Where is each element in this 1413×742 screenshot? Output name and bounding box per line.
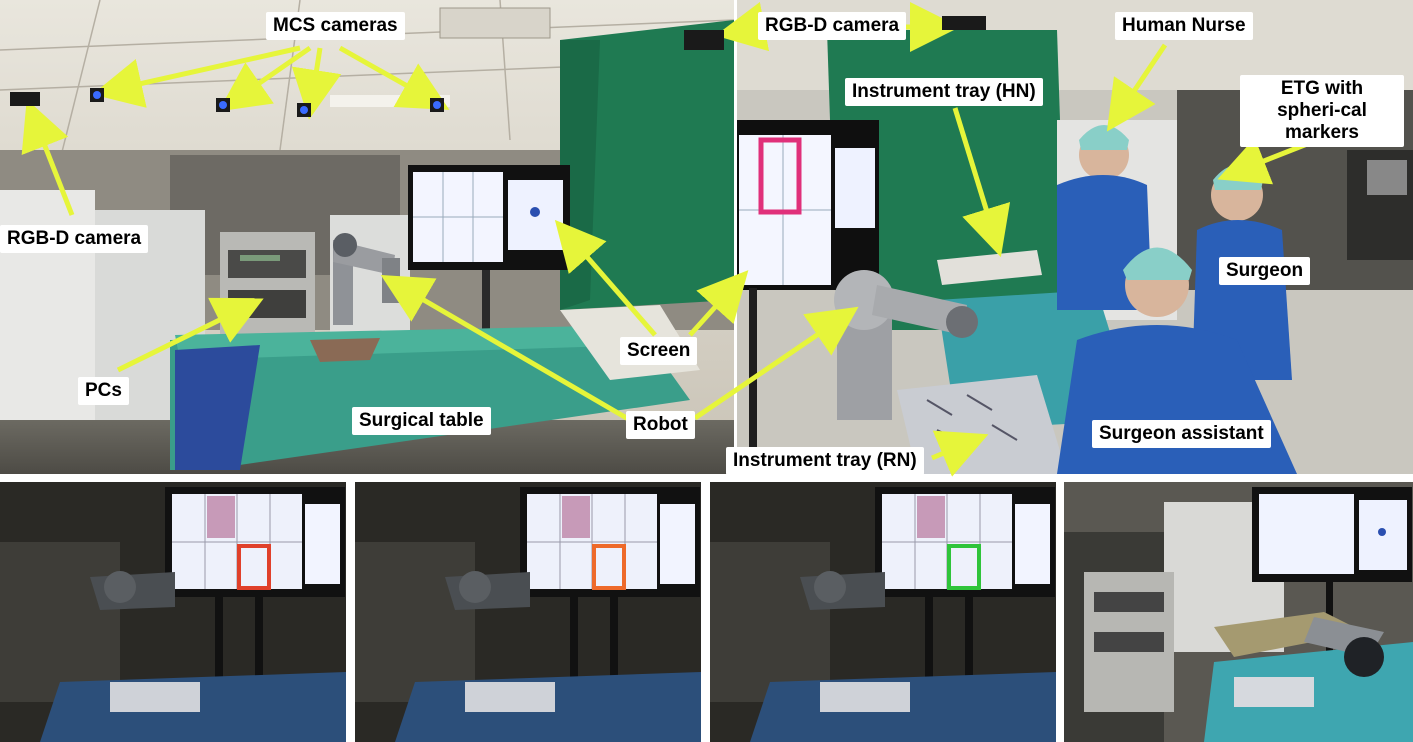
- label-rgbd-camera-top: RGB-D camera: [758, 12, 907, 40]
- label-rgbd-camera-left: RGB-D camera: [0, 225, 149, 253]
- photo-sequence-1: [0, 482, 346, 742]
- photo-sequence-4: [1064, 482, 1413, 742]
- photo-sequence-3: [710, 482, 1056, 742]
- label-etg: ETG with spheri-cal markers: [1240, 75, 1404, 147]
- label-surgeon: Surgeon: [1219, 257, 1311, 285]
- label-instrument-tray-hn: Instrument tray (HN): [845, 78, 1043, 106]
- label-robot: Robot: [626, 411, 695, 439]
- label-surgeon-assistant: Surgeon assistant: [1092, 420, 1271, 448]
- label-screen: Screen: [620, 337, 698, 365]
- label-human-nurse: Human Nurse: [1115, 12, 1253, 40]
- label-pcs: PCs: [78, 377, 129, 405]
- label-instrument-tray-rn: Instrument tray (RN): [726, 447, 924, 475]
- photo-sequence-2: [355, 482, 701, 742]
- label-mcs-cameras: MCS cameras: [266, 12, 405, 40]
- label-surgical-table: Surgical table: [352, 407, 491, 435]
- photo-surgical-team: [737, 0, 1413, 474]
